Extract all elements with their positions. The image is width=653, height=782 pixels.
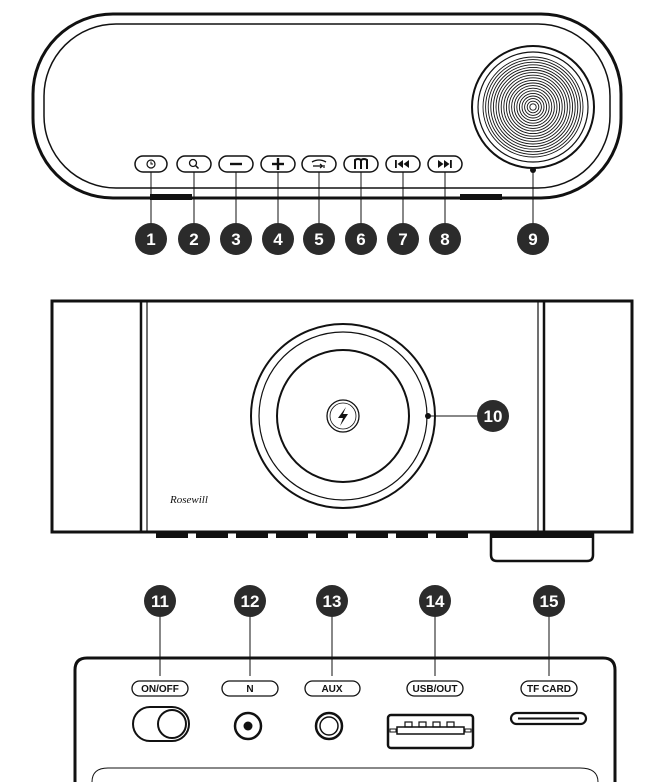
svg-text:3: 3 bbox=[231, 230, 240, 249]
svg-text:9: 9 bbox=[528, 230, 537, 249]
previous-track-icon bbox=[395, 160, 409, 168]
volume-up-button[interactable] bbox=[260, 155, 296, 173]
foot-right bbox=[460, 194, 502, 200]
front-view: Rosewill 10 bbox=[50, 299, 634, 563]
callout-12: 12 bbox=[234, 585, 266, 617]
m-icon bbox=[354, 158, 368, 169]
brand-logo: Rosewill bbox=[169, 494, 208, 506]
callout-14: 14 bbox=[419, 585, 451, 617]
on-off-label: ON/OFF bbox=[131, 680, 189, 697]
svg-text:10: 10 bbox=[484, 407, 503, 426]
svg-text:N: N bbox=[246, 684, 253, 695]
search-button[interactable] bbox=[176, 155, 212, 173]
callout-6: 6 bbox=[345, 223, 377, 255]
mode-switch-icon bbox=[311, 159, 327, 169]
callout-10: 10 bbox=[477, 400, 509, 432]
svg-text:4: 4 bbox=[273, 230, 283, 249]
svg-text:ON/OFF: ON/OFF bbox=[141, 684, 179, 695]
m-button[interactable] bbox=[343, 155, 379, 173]
front-bottom-keys bbox=[156, 532, 468, 538]
svg-text:12: 12 bbox=[241, 592, 260, 611]
callout-15: 15 bbox=[533, 585, 565, 617]
svg-text:15: 15 bbox=[540, 592, 559, 611]
callout-11: 11 bbox=[144, 585, 176, 617]
plus-icon bbox=[272, 158, 284, 170]
aux-label: AUX bbox=[304, 680, 361, 697]
svg-text:AUX: AUX bbox=[321, 684, 342, 695]
back-view: 11 12 13 14 15 ON/OFF N AUX USB/OUT bbox=[73, 585, 617, 782]
next-track-icon bbox=[438, 160, 452, 168]
svg-text:5: 5 bbox=[314, 230, 323, 249]
back-body-outline bbox=[73, 656, 617, 782]
top-body-outline bbox=[31, 12, 623, 200]
volume-down-button[interactable] bbox=[218, 155, 254, 173]
lightning-icon bbox=[338, 407, 348, 426]
callout-9: 9 bbox=[517, 223, 549, 255]
top-body-inner bbox=[43, 23, 611, 189]
clock-button[interactable] bbox=[134, 155, 168, 173]
previous-track-button[interactable] bbox=[385, 155, 421, 173]
usb-out-label: USB/OUT bbox=[406, 680, 464, 697]
svg-text:8: 8 bbox=[440, 230, 449, 249]
back-body-inner bbox=[91, 767, 599, 782]
n-label: N bbox=[221, 680, 279, 697]
callout-8: 8 bbox=[429, 223, 461, 255]
svg-text:13: 13 bbox=[323, 592, 342, 611]
next-track-button[interactable] bbox=[427, 155, 463, 173]
button-row bbox=[134, 155, 463, 173]
svg-text:USB/OUT: USB/OUT bbox=[413, 684, 458, 695]
wireless-charging-pad bbox=[250, 323, 436, 509]
callout-13: 13 bbox=[316, 585, 348, 617]
top-view: 1 2 3 4 5 6 7 8 9 bbox=[31, 12, 623, 255]
svg-text:1: 1 bbox=[146, 230, 155, 249]
leader-lines-back bbox=[159, 617, 550, 676]
search-icon bbox=[188, 158, 200, 170]
svg-text:14: 14 bbox=[426, 592, 445, 611]
svg-text:11: 11 bbox=[151, 592, 169, 611]
svg-text:7: 7 bbox=[398, 230, 407, 249]
speaker-grille bbox=[471, 45, 595, 169]
usb-out-port[interactable] bbox=[386, 713, 475, 750]
tf-card-slot[interactable] bbox=[509, 711, 588, 726]
callout-7: 7 bbox=[387, 223, 419, 255]
foot-left bbox=[150, 194, 192, 200]
svg-text:TF CARD: TF CARD bbox=[527, 684, 571, 695]
callout-3: 3 bbox=[220, 223, 252, 255]
callout-1: 1 bbox=[135, 223, 167, 255]
tf-card-label: TF CARD bbox=[520, 680, 578, 697]
svg-text:2: 2 bbox=[189, 230, 198, 249]
n-port[interactable] bbox=[233, 711, 263, 741]
leader-lines-top bbox=[150, 167, 536, 224]
clock-icon bbox=[146, 159, 156, 169]
knob-bottom bbox=[489, 532, 595, 563]
svg-text:6: 6 bbox=[356, 230, 365, 249]
callout-5: 5 bbox=[303, 223, 335, 255]
callout-2: 2 bbox=[178, 223, 210, 255]
mode-switch-button[interactable] bbox=[301, 155, 337, 173]
aux-port[interactable] bbox=[314, 711, 344, 741]
callout-4: 4 bbox=[262, 223, 294, 255]
on-off-switch[interactable] bbox=[132, 706, 190, 742]
